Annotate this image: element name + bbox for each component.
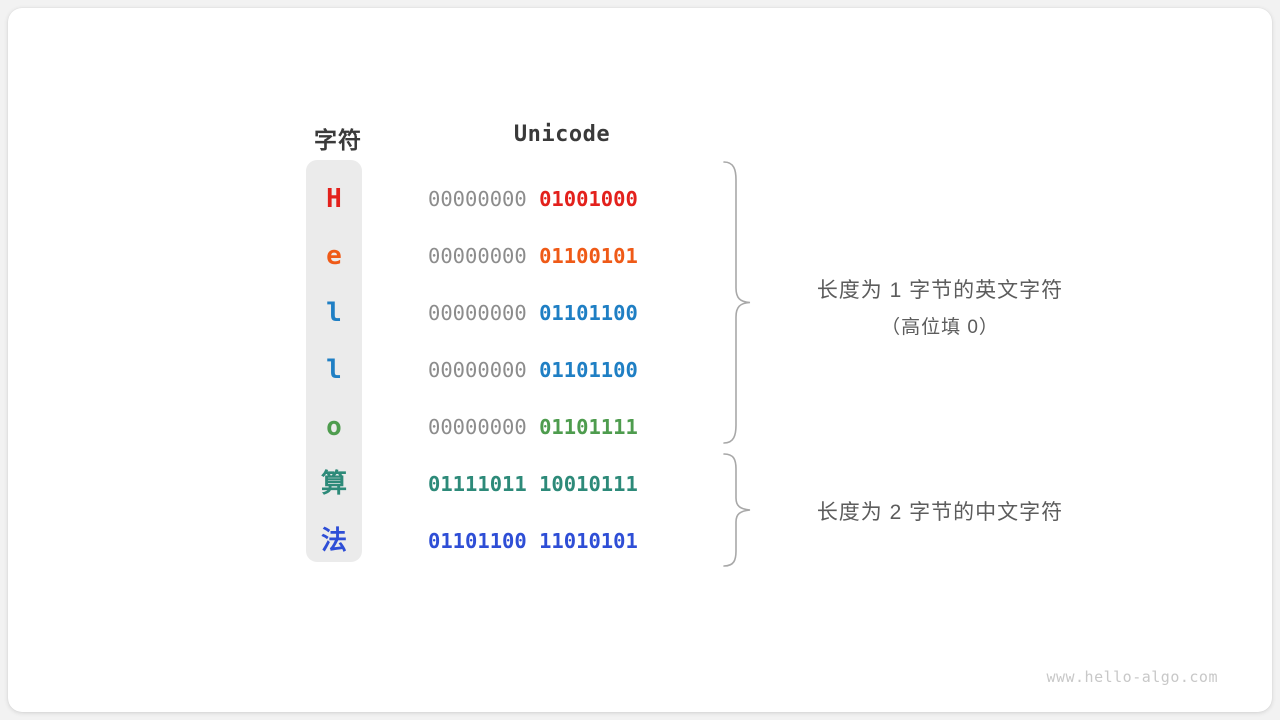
annotation-single-byte-line2: （高位填 0） [881,317,999,338]
annotation-double-byte-line1: 长度为 2 字节的中文字符 [816,501,1064,524]
table-row: 法 01101100 11010101 [8,513,1272,570]
annotation-double-byte: 长度为 2 字节的中文字符 [770,496,1110,526]
high-byte: 00000000 [428,187,527,211]
low-byte: 11010101 [539,529,638,553]
row-character: e [326,241,342,271]
high-byte: 00000000 [428,244,527,268]
row-unicode-bits: 00000000 01101100 [428,285,696,342]
annotation-single-byte: 长度为 1 字节的英文字符 （高位填 0） [770,274,1110,339]
row-unicode-bits: 00000000 01001000 [428,171,696,228]
row-character: 法 [320,526,347,556]
low-byte: 01101100 [539,358,638,382]
watermark: www.hello-algo.com [1046,668,1218,686]
low-byte: 10010111 [539,472,638,496]
low-byte: 01101111 [539,415,638,439]
table-row: o 00000000 01101111 [8,399,1272,456]
high-byte: 00000000 [428,415,527,439]
high-byte: 00000000 [428,358,527,382]
table-row: l 00000000 01101100 [8,285,1272,342]
table-row: H 00000000 01001000 [8,171,1272,228]
unicode-encoding-figure: 字符 Unicode H 00000000 01001000 e 0000000… [8,8,1272,712]
high-byte: 01101100 [428,529,527,553]
row-unicode-bits: 00000000 01101100 [428,342,696,399]
row-character: l [326,355,342,385]
row-unicode-bits: 01111011 10010111 [428,456,696,513]
column-header-unicode: Unicode [513,122,611,147]
table-row: l 00000000 01101100 [8,342,1272,399]
table-row: 算 01111011 10010111 [8,456,1272,513]
row-unicode-bits: 01101100 11010101 [428,513,696,570]
low-byte: 01001000 [539,187,638,211]
row-unicode-bits: 00000000 01100101 [428,228,696,285]
row-character: H [326,184,342,214]
character-column-background [306,160,362,562]
row-character: o [326,412,342,442]
table-row: e 00000000 01100101 [8,228,1272,285]
low-byte: 01101100 [539,301,638,325]
low-byte: 01100101 [539,244,638,268]
column-header-character: 字符 [314,127,362,153]
high-byte: 01111011 [428,472,527,496]
row-character: l [326,298,342,328]
row-character: 算 [320,469,347,499]
figure-card: 字符 Unicode H 00000000 01001000 e 0000000… [8,8,1272,712]
high-byte: 00000000 [428,301,527,325]
annotation-single-byte-line1: 长度为 1 字节的英文字符 [816,279,1064,302]
row-unicode-bits: 00000000 01101111 [428,399,696,456]
